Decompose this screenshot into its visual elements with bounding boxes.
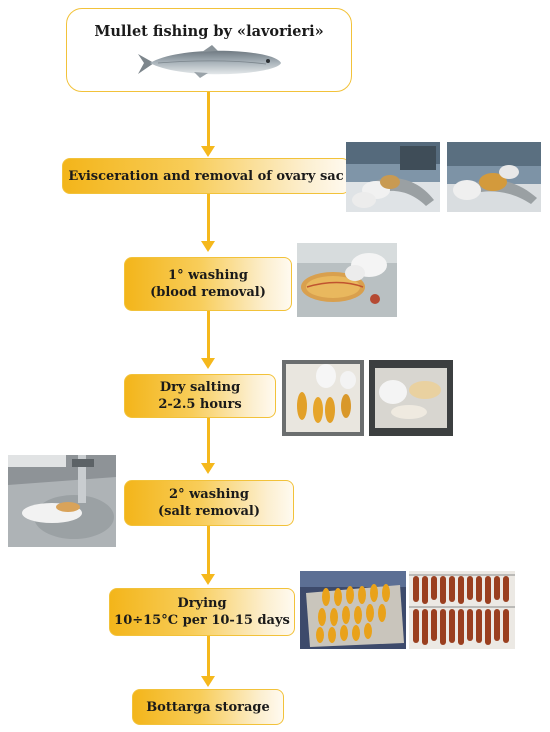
step-evisceration-label: Evisceration and removal of ovary sac: [68, 168, 344, 184]
arrow-shaft: [207, 418, 210, 463]
arrow-head: [201, 146, 215, 157]
arrow-shaft: [207, 526, 210, 574]
step-dry-salting-line2: 2-2.5 hours: [158, 397, 242, 412]
step-drying: Drying 10÷15°C per 10-15 days: [109, 588, 295, 636]
dry-salting-photo-1: [282, 360, 364, 436]
step-evisceration: Evisceration and removal of ovary sac: [62, 158, 350, 194]
arrow-head: [201, 241, 215, 252]
arrow-shaft: [207, 194, 210, 241]
step-drying-line1: Drying: [177, 596, 227, 611]
step-dry-salting: Dry salting 2-2.5 hours: [124, 374, 276, 418]
salt-washing-photo: [8, 455, 116, 547]
step-washing-1: 1° washing (blood removal): [124, 257, 292, 311]
step-washing-2-line1: 2° washing: [169, 487, 249, 502]
dry-salting-photo-2: [369, 360, 453, 436]
step-washing-2: 2° washing (salt removal): [124, 480, 294, 526]
step-washing-1-line2: (blood removal): [150, 285, 266, 300]
evisceration-photo-1: [346, 142, 440, 212]
evisceration-photo-2: [447, 142, 541, 212]
step-washing-1-line1: 1° washing: [168, 268, 248, 283]
arrow-shaft: [207, 636, 210, 676]
drying-photo-1: [300, 571, 406, 649]
roe-blood-washing-photo: [297, 243, 397, 317]
arrow-head: [201, 574, 215, 585]
step-storage-label: Bottarga storage: [146, 699, 270, 715]
mullet-fish-icon: [138, 45, 281, 78]
step-fishing: Mullet fishing by «lavorieri»: [66, 8, 352, 92]
step-dry-salting-line1: Dry salting: [159, 380, 241, 395]
step-storage: Bottarga storage: [132, 689, 284, 725]
arrow-shaft: [207, 311, 210, 358]
arrow-head: [201, 463, 215, 474]
step-drying-line2: 10÷15°C per 10-15 days: [114, 613, 290, 628]
step-fishing-label: Mullet fishing by «lavorieri»: [94, 23, 324, 40]
arrow-head: [201, 358, 215, 369]
drying-photo-2: [409, 571, 515, 649]
arrow-head: [201, 676, 215, 687]
arrow-shaft: [207, 92, 210, 146]
step-washing-2-line2: (salt removal): [158, 504, 260, 519]
